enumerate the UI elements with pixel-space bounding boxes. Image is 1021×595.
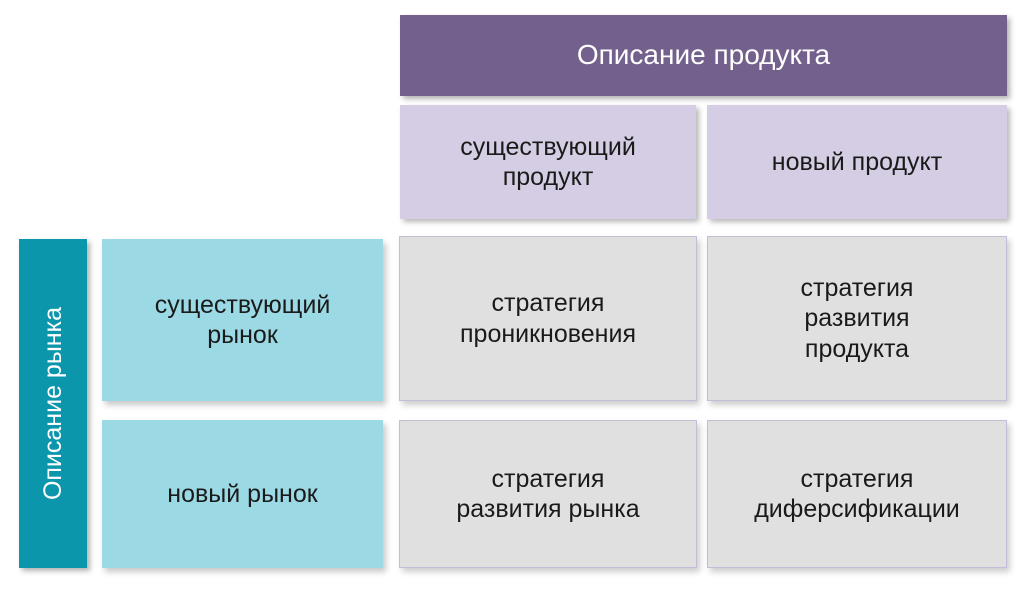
matrix-cell-product-development-strategy: стратегия развития продукта <box>707 236 1007 401</box>
row-group-header-label: Описание рынка <box>38 306 67 501</box>
matrix-cell-penetration-strategy: стратегия проникновения <box>399 236 697 401</box>
column-header-new-product: новый продукт <box>707 105 1007 219</box>
column-header-existing-product: существующий продукт <box>400 105 696 219</box>
matrix-cell-diversification-strategy: стратегия диферсификации <box>707 420 1007 568</box>
row-group-header: Описание рынка <box>19 239 87 568</box>
column-group-header: Описание продукта <box>400 15 1007 96</box>
row-header-new-market: новый рынок <box>102 420 383 568</box>
matrix-cell-market-development-strategy: стратегия развития рынка <box>399 420 697 568</box>
row-header-existing-market: существующий рынок <box>102 239 383 401</box>
